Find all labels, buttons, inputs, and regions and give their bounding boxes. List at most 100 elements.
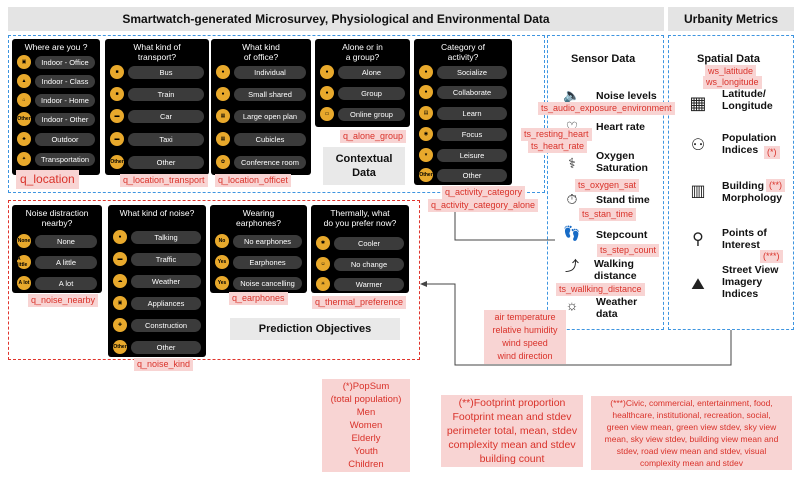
taxi-icon: ▬ [110,132,124,146]
question-noise-nearby: Noise distraction nearby? [25,208,89,228]
tag-ws-latitude: ws_latitude [705,65,757,78]
question-office: What kind of office? [242,42,280,62]
urbanity-header: Urbanity Metrics [668,7,794,31]
cubicle-icon: ▦ [216,132,230,146]
map-icon: ▦ [689,92,707,113]
option-transportation[interactable]: ✦Transportation [17,152,95,166]
tag-ts-resting-heart: ts_resting_heart [521,128,592,141]
option-car[interactable]: ▬Car [110,109,204,123]
talking-icon: ● [113,230,127,244]
little-badge: A little [17,255,31,269]
collaborate-icon: ● [419,85,433,99]
school-icon: ▲ [17,74,31,88]
tag-q-location: q_location [16,170,79,189]
spatial-population-indices: Population Indices [722,132,777,156]
option-large-open-plan[interactable]: ▦Large open plan [216,109,306,123]
option-learn[interactable]: ▤Learn [419,106,507,120]
option-talking[interactable]: ●Talking [113,230,201,244]
tag-ts-audio-exposure: ts_audio_exposure_environment [538,102,675,115]
option-conference-room[interactable]: ✿Conference room [216,155,306,169]
option-indoor-class[interactable]: ▲Indoor - Class [17,74,95,88]
option-individual[interactable]: ●Individual [216,65,306,79]
option-outdoor[interactable]: ♣Outdoor [17,132,95,146]
prediction-objectives-box [8,200,420,360]
option-collaborate[interactable]: ●Collaborate [419,85,507,99]
sensor-walking-distance: Walking distance [594,258,637,282]
option-appliances[interactable]: ▣Appliances [113,296,201,310]
sensor-heart-rate: Heart rate [596,121,646,133]
option-train[interactable]: ■Train [110,87,204,101]
smile-icon: ☺ [316,257,330,271]
option-cubicles[interactable]: ▦Cubicles [216,132,306,146]
tag-q-location-transport: q_location_transport [120,174,208,187]
tag-q-earphones: q_earphones [229,292,288,305]
stand-clock-icon: ⏱ [566,190,578,207]
weather-variables-note: air temperature relative humidity wind s… [484,310,566,364]
sensor-noise-levels: Noise levels [596,90,657,102]
sun-icon: ☀ [316,277,330,291]
spatial-street-view-indices: Street View Imagery Indices [722,264,779,300]
tag-q-noise-kind: q_noise_kind [134,358,194,371]
tag-q-activity-category: q_activity_category [442,186,526,199]
option-bus[interactable]: ■Bus [110,65,204,79]
appliance-icon: ▣ [113,296,127,310]
option-indoor-office[interactable]: ▣Indoor - Office [17,55,95,69]
train-icon: ■ [110,87,124,101]
option-online-group[interactable]: ▭Online group [320,107,405,121]
other-badge: Other [17,112,31,126]
tag-q-alone-group: q_alone_group [340,130,407,143]
option-traffic[interactable]: ▬Traffic [113,252,201,266]
building-icon: ▥ [690,183,706,200]
tag-ts-oxygen-sat: ts_oxygen_sat [575,179,640,192]
snowflake-icon: ✱ [316,236,330,250]
cup-icon: ▾ [419,148,433,162]
briefcase-icon: ▣ [17,55,31,69]
option-socialize[interactable]: ●Socialize [419,65,507,79]
mark-building: (**) [766,179,785,192]
option-construction[interactable]: ✚Construction [113,318,201,332]
footprint-icon: 👣 [563,224,581,241]
option-weather[interactable]: ☁Weather [113,274,201,288]
option-small-shared[interactable]: ●Small shared [216,87,306,101]
person-icon: ● [320,65,334,79]
question-transport: What kind of transport? [133,42,181,62]
option-no-change[interactable]: ☺No change [316,257,404,271]
none-badge: None [17,234,31,248]
tag-ts-stan-time: ts_stan_time [579,208,637,221]
home-icon: ⌂ [17,93,31,107]
other-badge: Other [110,155,124,169]
option-leisure[interactable]: ▾Leisure [419,148,507,162]
sensor-data-box [547,35,664,330]
tag-q-thermal-preference: q_thermal_preference [312,296,407,309]
option-taxi[interactable]: ▬Taxi [110,132,204,146]
tag-q-noise-nearby: q_noise_nearby [28,294,99,307]
option-group[interactable]: ●Group [320,86,405,100]
option-warmer[interactable]: ☀Warmer [316,277,404,291]
tag-ws-longitude: ws_longitude [703,76,762,89]
spatial-building-morphology: Building Morphology [722,180,783,204]
option-focus[interactable]: ◉Focus [419,127,507,141]
speaker-icon: 🔈 [563,86,581,103]
option-cooler[interactable]: ✱Cooler [316,236,404,250]
population-icon: ⚇ [690,137,706,154]
question-noise-kind: What kind of noise? [119,208,195,218]
panel-thermal: Thermally, what do you prefer now? ✱Cool… [311,205,409,293]
desks-icon: ▦ [216,109,230,123]
option-alone[interactable]: ●Alone [320,65,405,79]
poi-note: (***)Civic, commercial, entertainment, f… [591,396,792,470]
option-indoor-home[interactable]: ⌂Indoor - Home [17,93,95,107]
question-activity: Category of activity? [441,42,485,62]
footprint-note: (**)Footprint proportion Footprint mean … [441,395,583,467]
